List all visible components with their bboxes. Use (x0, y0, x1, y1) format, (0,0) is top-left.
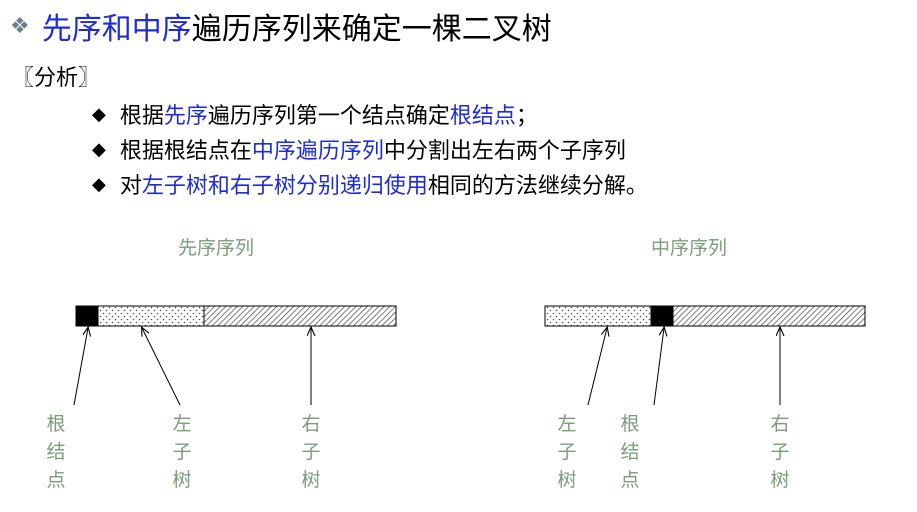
label-char: 结 (620, 441, 640, 463)
label-char: 树 (770, 469, 790, 491)
inorder-root-segment (650, 305, 674, 327)
preorder-bar (75, 305, 397, 327)
label-char: 子 (301, 441, 321, 463)
bullet-highlight: 中序遍历序列 (251, 139, 384, 164)
inorder-left-label: 左 子 树 (555, 410, 579, 494)
label-char: 子 (557, 441, 577, 463)
bullet-highlight: 先序 (163, 104, 208, 129)
bullet-text: 根据 (119, 104, 164, 129)
label-char: 结 (46, 441, 66, 463)
diamond-bullet-icon: ◆ (92, 103, 106, 125)
diamond-bullet-icon: ◆ (92, 173, 106, 195)
preorder-right-segment (203, 305, 397, 327)
bullet-item-1: ◆ 根据 先序 遍历序列第一个结点确定 根结点 ； (92, 98, 538, 130)
inorder-left-arrow (587, 328, 607, 406)
title-highlight: 先序和中序 (41, 12, 192, 47)
preorder-sequence-label: 先序序列 (178, 237, 255, 259)
preorder-left-arrow (142, 328, 181, 406)
label-char: 左 (557, 413, 577, 435)
inorder-bar (544, 305, 866, 327)
preorder-root-label: 根 结 点 (44, 410, 68, 494)
bullet-text: 中分割出左右两个子序列 (383, 139, 626, 164)
bullet-item-3: ◆ 对 左子树和右子树分别递归使用 相同的方法继续分解。 (92, 168, 648, 200)
preorder-left-label: 左 子 树 (170, 410, 194, 494)
bullet-highlight: 根结点 (449, 104, 516, 129)
label-char: 树 (557, 469, 577, 491)
label-char: 子 (172, 441, 192, 463)
slide-title: ❖ 先序和中序 遍历序列来确定一棵二叉树 (10, 3, 552, 49)
analysis-label: 〖分析〗 (12, 66, 101, 91)
bullet-item-2: ◆ 根据根结点在 中序遍历序列 中分割出左右两个子序列 (92, 133, 626, 165)
label-char: 左 (172, 413, 192, 435)
inorder-right-segment (672, 305, 866, 327)
title-rest: 遍历序列来确定一棵二叉树 (191, 12, 552, 47)
label-char: 子 (770, 441, 790, 463)
label-char: 右 (770, 413, 790, 435)
label-char: 根 (620, 413, 640, 435)
preorder-right-label: 右 子 树 (299, 410, 323, 494)
inorder-root-label: 根 结 点 (618, 410, 642, 494)
bullet-highlight: 左子树和右子树分别递归使用 (141, 174, 428, 199)
label-char: 点 (46, 469, 66, 491)
label-char: 树 (301, 469, 321, 491)
bullet-text: 根据根结点在 (119, 139, 252, 164)
label-char: 根 (46, 413, 66, 435)
bullet-text: ； (515, 104, 538, 129)
diamond-cluster-icon: ❖ (10, 13, 30, 39)
bullet-text: 遍历序列第一个结点确定 (207, 104, 450, 129)
label-char: 右 (301, 413, 321, 435)
preorder-left-segment (97, 305, 205, 327)
label-char: 点 (620, 469, 640, 491)
bullet-text: 相同的方法继续分解。 (427, 174, 648, 199)
diamond-bullet-icon: ◆ (92, 138, 106, 160)
preorder-root-arrow (73, 328, 88, 406)
inorder-left-segment (544, 305, 652, 327)
bullet-text: 对 (119, 174, 142, 199)
label-char: 树 (172, 469, 192, 491)
preorder-root-segment (75, 305, 99, 327)
inorder-root-arrow (653, 328, 664, 406)
inorder-right-label: 右 子 树 (768, 410, 792, 494)
inorder-sequence-label: 中序序列 (651, 237, 728, 259)
